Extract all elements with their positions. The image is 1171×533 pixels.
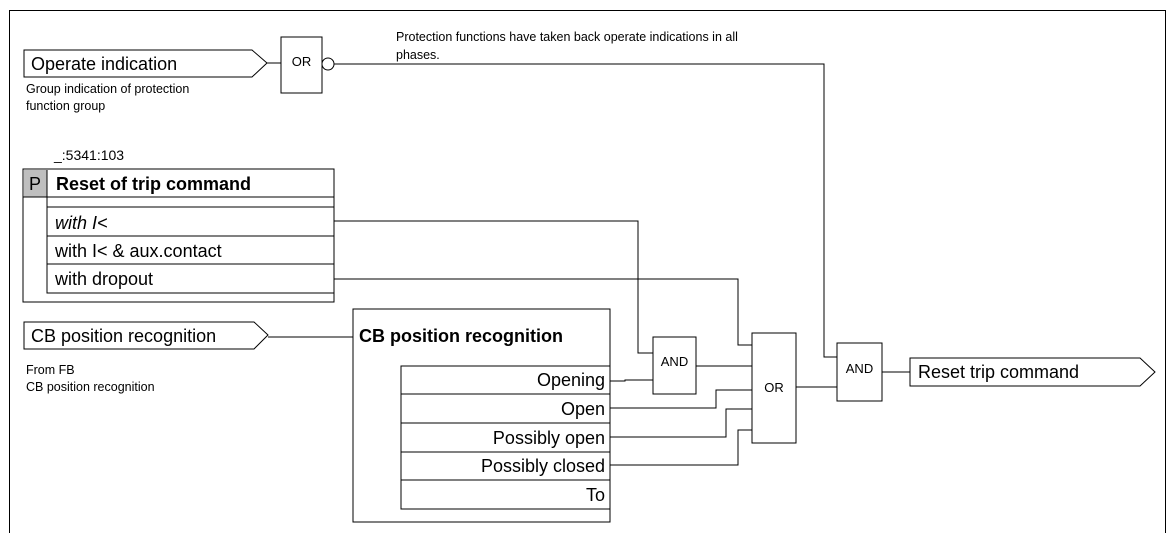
operate-indication-label: Operate indication [31, 54, 177, 74]
or-gate-mid-label: OR [764, 380, 784, 395]
wire-possibly-closed-to-or [610, 429, 752, 466]
operate-indication-note-1: Group indication of protection [26, 82, 189, 96]
parameter-title: Reset of trip command [56, 174, 251, 194]
and-gate-mid-label: AND [661, 354, 688, 369]
and-gate-mid [652, 336, 697, 395]
wire-with-dropout-to-or [334, 278, 752, 346]
annotation-line-2: phases. [396, 48, 440, 62]
wire-or-to-and-final [334, 63, 837, 358]
reset-trip-command-label: Reset trip command [918, 362, 1079, 382]
cb-position-input [23, 321, 269, 350]
and-gate-final-label: AND [846, 361, 873, 376]
option-with-i-less: with I< [55, 213, 108, 233]
cb-position-note-1: From FB [26, 363, 75, 377]
parameter-options [46, 206, 335, 294]
option-with-dropout: with dropout [54, 269, 153, 289]
and-gate-final [836, 342, 883, 402]
parameter-badge: P [29, 174, 41, 194]
cb-block-title: CB position recognition [359, 326, 563, 346]
or-gate-top [280, 36, 323, 94]
parameter-badge-bg [24, 170, 47, 197]
reset-trip-command-output [909, 357, 1156, 387]
operate-indication-input [23, 49, 268, 78]
operate-indication-note-2: function group [26, 99, 105, 113]
diagram-frame [9, 10, 1166, 533]
cb-position-input-label: CB position recognition [31, 326, 216, 346]
parameter-address: _:5341:103 [53, 147, 124, 163]
inverter-bubble [321, 57, 335, 71]
annotation-line-1: Protection functions have taken back ope… [396, 30, 738, 44]
cb-position-note-2: CB position recognition [26, 380, 155, 394]
option-with-i-less-aux-contact: with I< & aux.contact [54, 241, 222, 261]
cb-output-open: Open [561, 399, 605, 419]
wire-opening-to-and [610, 379, 653, 382]
cb-block-outputs [400, 365, 611, 510]
cb-output-to: To [586, 485, 605, 505]
cb-output-opening: Opening [537, 370, 605, 390]
wire-with-i-less-to-and [334, 220, 653, 354]
wire-open-to-or [610, 389, 752, 409]
or-gate-top-label: OR [292, 54, 312, 69]
or-gate-mid [751, 332, 797, 444]
cb-output-possibly-open: Possibly open [493, 428, 605, 448]
wire-possibly-open-to-or [610, 408, 752, 438]
cb-output-possibly-closed: Possibly closed [481, 456, 605, 476]
